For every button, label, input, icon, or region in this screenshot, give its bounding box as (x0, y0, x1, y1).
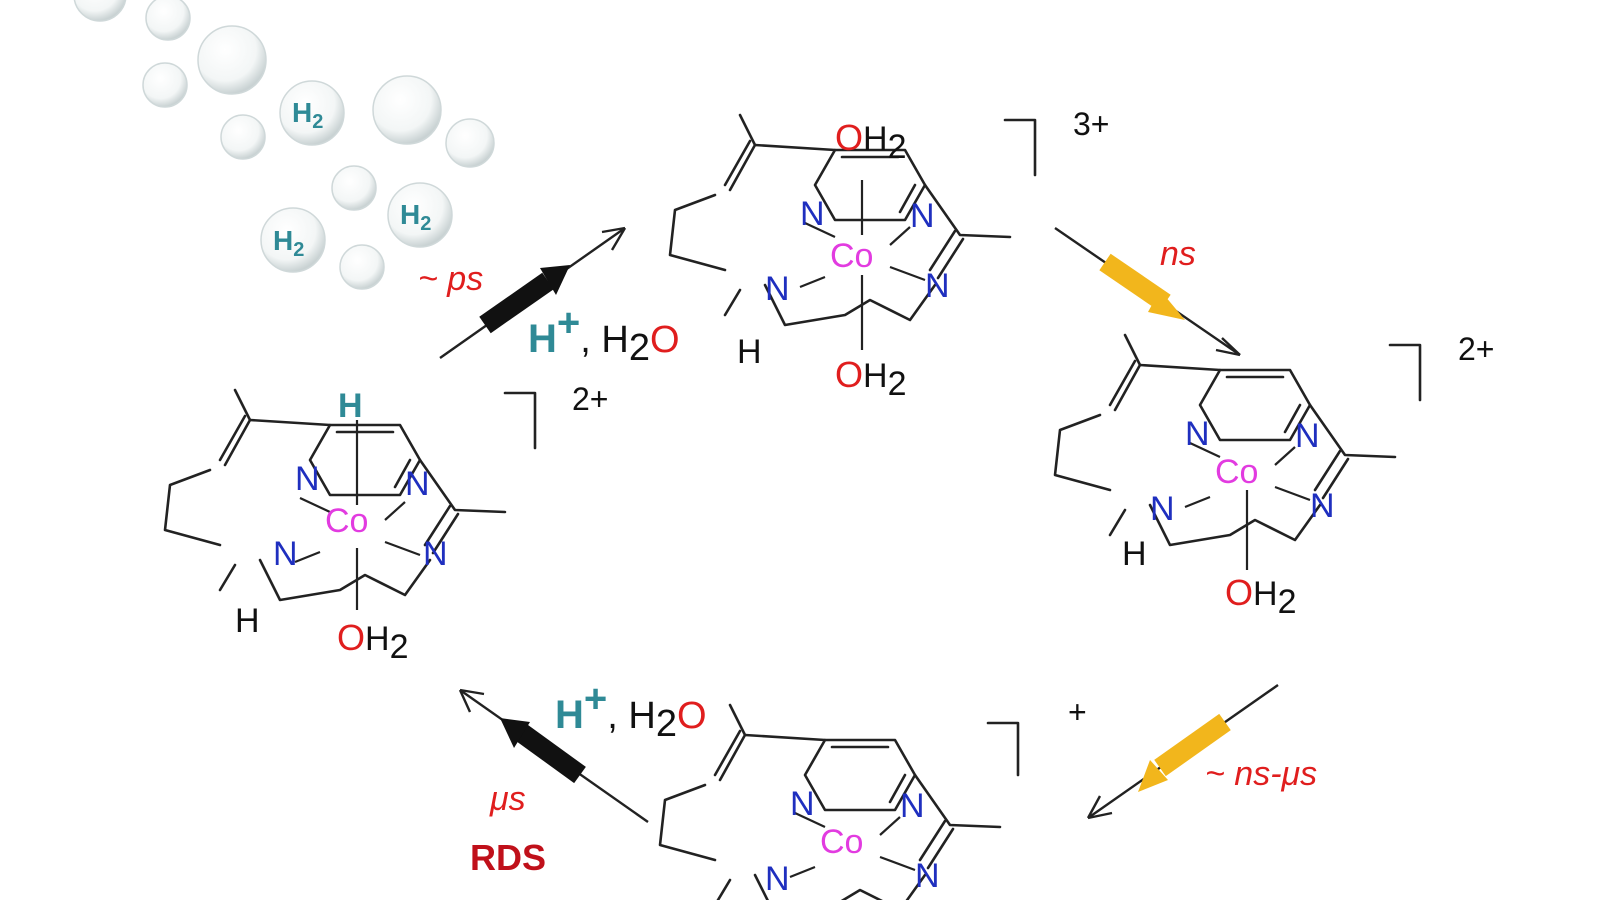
step-arrow-4: ~ ps H+, H2O (418, 226, 680, 369)
atom-nitrogen: N (790, 785, 815, 823)
complex-co1: N N N N Co + (658, 694, 1087, 900)
step-3-timescale: μs (489, 780, 526, 818)
h2-bubble-label: H2 (292, 97, 323, 133)
atom-nitrogen: N (900, 787, 925, 825)
atom-nitrogen: N (273, 535, 298, 573)
atom-cobalt: Co (830, 237, 873, 275)
complex-co3: N N N N Co H OH2 OH2 3+ (668, 106, 1109, 403)
atom-nitrogen: N (915, 857, 940, 895)
step-arrow-3: H+, H2O μs RDS (458, 677, 707, 878)
step-arrow-1: ns (1054, 227, 1241, 357)
charge-label: 2+ (572, 381, 608, 417)
atom-nitrogen: N (295, 460, 320, 498)
atom-nitrogen: N (765, 270, 790, 308)
atom-cobalt: Co (820, 823, 863, 861)
atom-cobalt: Co (325, 502, 368, 540)
step-4-reagents: H+, H2O (528, 301, 680, 369)
atom-nitrogen: N (800, 195, 825, 233)
axial-water-bottom: OH2 (1225, 572, 1297, 621)
atom-nitrogen: N (910, 197, 935, 235)
step-4-timescale: ~ ps (418, 260, 483, 298)
charge-label: 3+ (1073, 106, 1109, 142)
charge-label: 2+ (1458, 331, 1494, 367)
step-2-timescale: ~ ns-μs (1205, 755, 1317, 793)
atom-nitrogen: N (1150, 490, 1175, 528)
axial-water-top: OH2 (835, 117, 907, 166)
axial-water-bottom: OH2 (835, 354, 907, 403)
atom-hydrogen: H (1122, 535, 1147, 573)
step-3-reagents: H+, H2O (555, 677, 707, 745)
step-arrow-2: ~ ns-μs (1086, 684, 1317, 820)
h2-bubbles: H2 H2 H2 (73, 0, 495, 290)
charge-label: + (1068, 694, 1087, 730)
complex-coh: N N N N Co H H OH2 2+ (163, 381, 608, 666)
rds-label: RDS (470, 837, 546, 878)
atom-nitrogen: N (925, 267, 950, 305)
hydride-ligand: H (338, 387, 363, 425)
h2-bubble-label: H2 (273, 225, 304, 261)
atom-hydrogen: H (235, 602, 260, 640)
step-1-timescale: ns (1160, 235, 1196, 273)
atom-nitrogen: N (423, 535, 448, 573)
atom-nitrogen: N (765, 860, 790, 898)
complex-co2: N N N N Co H OH2 2+ (1053, 331, 1494, 621)
h2-bubble-label: H2 (400, 199, 431, 235)
atom-nitrogen: N (1185, 415, 1210, 453)
atom-nitrogen: N (1310, 487, 1335, 525)
atom-hydrogen: H (737, 333, 762, 371)
axial-water-bottom: OH2 (337, 617, 409, 666)
atom-nitrogen: N (1295, 417, 1320, 455)
atom-nitrogen: N (405, 465, 430, 503)
atom-cobalt: Co (1215, 453, 1258, 491)
